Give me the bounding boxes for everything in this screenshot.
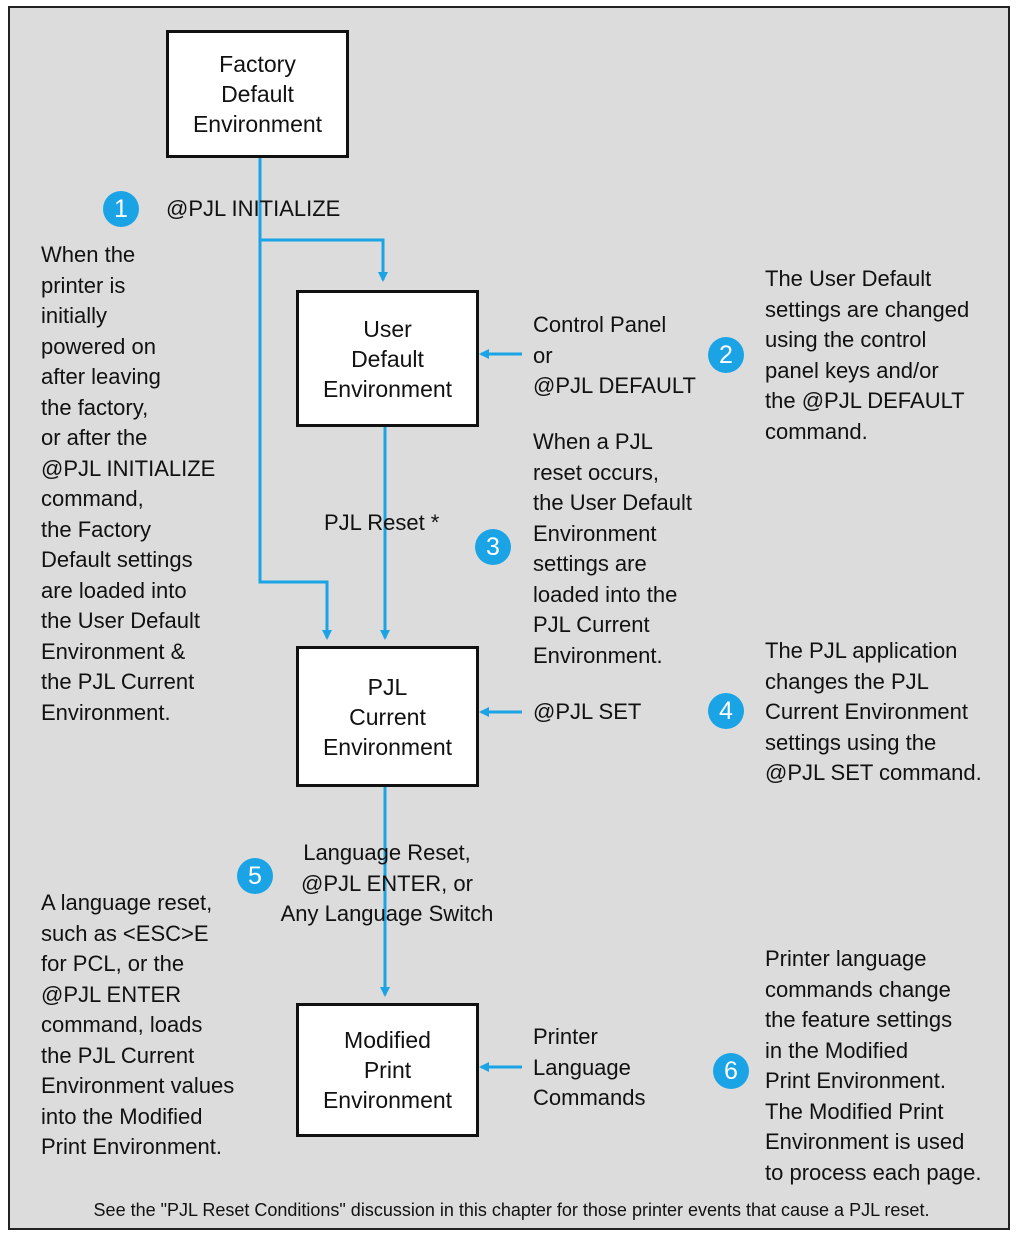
label-pjl-initialize: @PJL INITIALIZE [166,196,341,221]
step-badge-5: 5 [237,858,273,894]
modified-print-environment-box: Modified Print Environment [296,1003,479,1137]
step-badge-6: 6 [713,1053,749,1089]
footer-note: See the "PJL Reset Conditions" discussio… [93,1200,930,1220]
note-factory-default: When the printer is initially powered on… [41,242,216,725]
label-pjl-set: @PJL SET [533,699,642,724]
diagram-frame [8,6,1010,1230]
step-badge-2: 2 [708,337,744,373]
arrow-factory-to-current [258,240,332,640]
note-language-reset: A language reset, such as <ESC>E for PCL… [41,890,235,1159]
arrow-factory-to-user-branch [260,238,388,282]
label-pjl-reset: PJL Reset * [324,510,440,535]
step-badge-3: 3 [475,529,511,565]
note-pjl-application: The PJL application changes the PJL Curr… [765,638,982,785]
label-printer-language-commands: Printer Language Commands [533,1024,646,1110]
label-language-reset: Language Reset, @PJL ENTER, or Any Langu… [280,840,494,926]
note-printer-language: Printer language commands change the fea… [765,946,982,1185]
factory-default-environment-box: Factory Default Environment [166,30,349,158]
user-default-environment-box: User Default Environment [296,290,479,427]
pjl-current-environment-box: PJL Current Environment [296,646,479,787]
label-control-panel-or-default: Control Panel or @PJL DEFAULT [533,312,696,398]
note-user-default: The User Default settings are changed us… [765,266,970,444]
step-badge-1: 1 [103,191,139,227]
step-badge-4: 4 [708,693,744,729]
note-pjl-reset: When a PJL reset occurs, the User Defaul… [533,429,692,668]
